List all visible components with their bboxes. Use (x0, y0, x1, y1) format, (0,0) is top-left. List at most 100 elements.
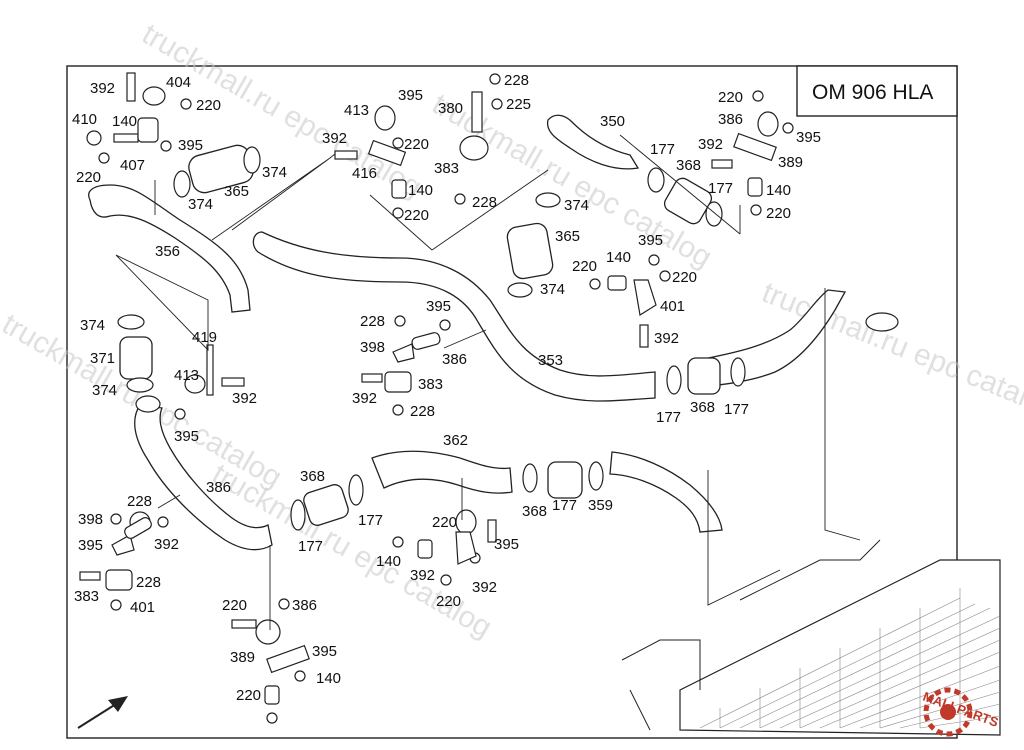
part-label: 392 (698, 136, 723, 153)
bolt (361, 373, 383, 383)
part-label: 386 (718, 111, 743, 128)
hardware (79, 72, 794, 724)
nut (392, 207, 404, 219)
frame-edge (621, 539, 881, 731)
part-label: 228 (127, 493, 152, 510)
clamp-ring (374, 105, 396, 131)
hose-359 (134, 404, 273, 551)
part-label: 410 (72, 111, 97, 128)
part-label: 177 (708, 180, 733, 197)
bolt (487, 519, 497, 543)
diagram-frame (66, 65, 958, 739)
clamp-ring (522, 463, 538, 493)
part-label: 220 (404, 207, 429, 224)
nut (392, 536, 404, 548)
mount-140 (607, 275, 627, 291)
part-label: 225 (506, 96, 531, 113)
coupling-368-mid (547, 461, 583, 499)
part-label: 407 (120, 157, 145, 174)
nut (648, 254, 660, 266)
arrow-head (108, 696, 128, 712)
part-label: 374 (188, 196, 213, 213)
part-label: 389 (778, 154, 803, 171)
part-label: 374 (92, 382, 117, 399)
nut (489, 73, 501, 85)
part-label: 389 (230, 649, 255, 666)
coupling-371 (119, 336, 153, 380)
bracket-389 (733, 132, 777, 162)
part-label: 392 (154, 536, 179, 553)
part-label: 177 (650, 141, 675, 158)
grid-lines-v (719, 588, 961, 728)
part-label: 228 (410, 403, 435, 420)
part-label: 350 (600, 113, 625, 130)
radiator-outline (621, 539, 1001, 736)
hose-353-end (689, 289, 847, 389)
part-label: 395 (78, 537, 103, 554)
hose-356 (88, 184, 251, 313)
clamp-ring (865, 312, 899, 332)
part-label: 395 (178, 137, 203, 154)
part-label: 395 (174, 428, 199, 445)
clamp-ring (588, 461, 604, 491)
nut (266, 712, 278, 724)
clamp-ring (507, 282, 533, 298)
bolt (639, 324, 649, 348)
part-label: 353 (538, 352, 563, 369)
part-label: 220 (404, 136, 429, 153)
nut (659, 270, 671, 282)
part-label: 392 (322, 130, 347, 147)
part-label: 140 (376, 553, 401, 570)
clamp-ring (243, 146, 261, 174)
bracket-398 (111, 534, 135, 556)
part-label: 383 (74, 588, 99, 605)
leader (369, 169, 549, 251)
bracket-407 (137, 117, 159, 143)
bracket-386 (124, 517, 152, 539)
part-label: 220 (432, 514, 457, 531)
clamp-ring (117, 314, 145, 330)
clamp-ring (126, 377, 154, 393)
clamp-ring (290, 499, 306, 531)
nut (98, 152, 110, 164)
bolt (334, 150, 358, 160)
clamp-ring (705, 201, 723, 227)
part-label: 395 (796, 129, 821, 146)
part-label: 374 (80, 317, 105, 334)
clamp-ring (184, 374, 206, 394)
nut (110, 599, 122, 611)
part-label: 386 (442, 351, 467, 368)
bracket-389 (266, 644, 310, 674)
direction-arrow-icon (77, 696, 128, 729)
part-label: 392 (352, 390, 377, 407)
part-label: 413 (174, 367, 199, 384)
bolt (221, 377, 245, 387)
model-title: OM 906 HLA (812, 81, 933, 104)
clamp-ring (135, 395, 161, 413)
clamp-ring (757, 111, 779, 137)
bracket-401 (633, 279, 657, 316)
part-label: 392 (472, 579, 497, 596)
coupling-365-lower (506, 222, 554, 280)
nut (174, 408, 186, 420)
part-label: 404 (166, 74, 191, 91)
washer (491, 98, 503, 110)
clamp-ring (730, 357, 746, 387)
logo-gear-icon (923, 687, 973, 737)
part-label: 365 (555, 228, 580, 245)
part-label: 398 (360, 339, 385, 356)
hose-362 (371, 450, 513, 494)
coupling-368-left (303, 484, 349, 526)
part-label: 386 (292, 597, 317, 614)
leader (824, 288, 861, 541)
clamps (117, 86, 899, 645)
part-label: 140 (316, 670, 341, 687)
bracket-398 (392, 343, 415, 363)
part-label: 368 (690, 399, 715, 416)
part-label: 220 (672, 269, 697, 286)
part-label: 220 (718, 89, 743, 106)
part-label: 395 (638, 232, 663, 249)
clamp-ring (647, 167, 665, 193)
part-label: 356 (155, 243, 180, 260)
part-label: 220 (76, 169, 101, 186)
